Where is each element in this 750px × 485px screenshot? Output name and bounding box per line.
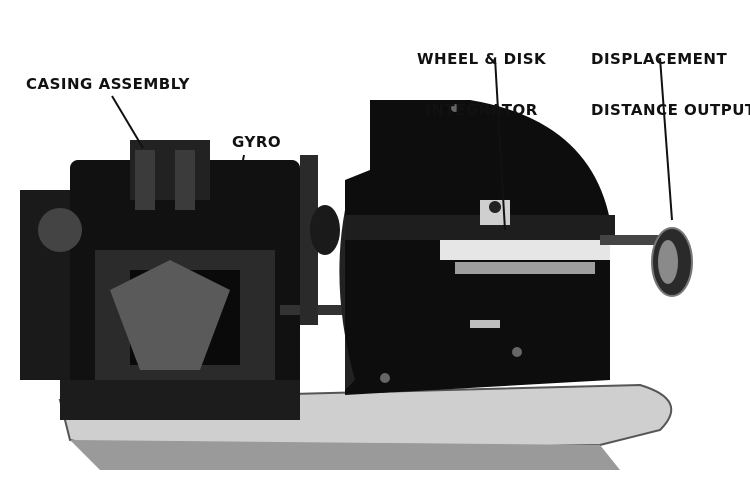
displacement-output-label: DISPLACEMENT DISTANCE OUTPUT [591,17,750,153]
output-shaft [600,235,660,245]
displacement-leader-line [659,57,673,221]
displacement-label-line1: DISPLACEMENT [591,50,728,68]
casing-leader-line [111,95,144,149]
casing-assembly-body [20,140,300,420]
wheel-leader-line [494,57,506,231]
gyro-label: GYRO [232,133,282,151]
wheel-disk-label-line1: WHEEL & DISK [417,50,547,68]
wheel-disk-label-line2: INTEGRATOR [425,101,538,119]
gear-wheel [310,205,340,255]
base-plate-shadow [70,440,620,470]
output-counter-face [658,240,678,284]
casing-assembly-label: CASING ASSEMBLY [26,75,190,93]
wheel-disk-integrator-label: WHEEL & DISK INTEGRATOR [417,17,546,153]
gyro-leader-line [229,154,245,231]
displacement-label-line2: DISTANCE OUTPUT [591,101,750,119]
integrator-housing [339,100,615,395]
gear-rack [300,155,318,325]
